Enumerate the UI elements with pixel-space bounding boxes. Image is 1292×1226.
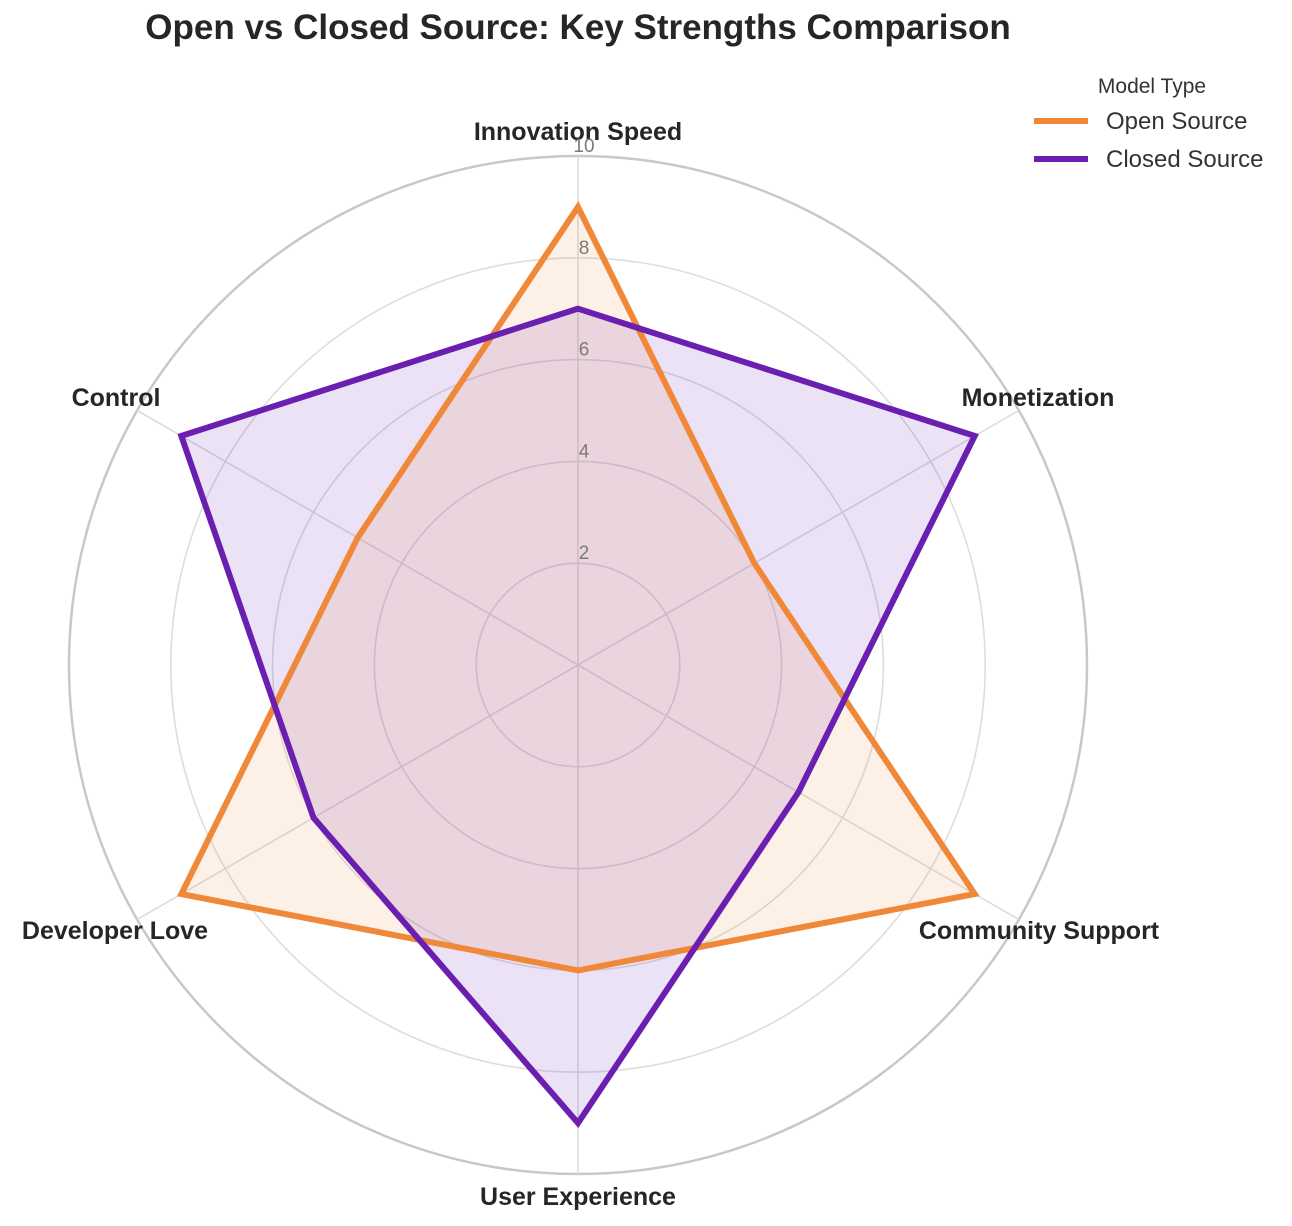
radial-tick-label: 10 [573, 136, 594, 157]
axis-label: Developer Love [22, 917, 208, 945]
axis-label: Innovation Speed [474, 118, 682, 146]
series-fill-1 [181, 206, 975, 971]
radial-tick-label: 4 [579, 441, 590, 462]
grid [67, 154, 1089, 1176]
legend-item: Open Source [1034, 108, 1247, 135]
radial-tick-label: 8 [579, 238, 590, 259]
radial-tick-labels: 2 4 6 8 10 [573, 136, 594, 564]
legend-label: Open Source [1106, 108, 1247, 135]
chart-title: Open vs Closed Source: Key Strengths Com… [145, 8, 1011, 47]
radial-tick-label: 6 [579, 340, 590, 361]
axis-label: Control [72, 384, 161, 412]
legend-label: Closed Source [1106, 146, 1263, 173]
series-fill-2 [181, 308, 975, 1124]
axis-label: Community Support [919, 917, 1160, 945]
series-layer [176, 200, 980, 1129]
axis-label: Monetization [962, 384, 1115, 412]
axis-spoke [577, 409, 1020, 666]
axis-spoke [136, 664, 579, 921]
legend-title: Model Type [1098, 75, 1206, 98]
series-line-2 [177, 305, 979, 1129]
series-line-1 [176, 200, 980, 974]
axis-label: User Experience [480, 1183, 676, 1211]
radial-tick-label: 2 [579, 543, 590, 564]
legend-item: Closed Source [1034, 146, 1263, 173]
